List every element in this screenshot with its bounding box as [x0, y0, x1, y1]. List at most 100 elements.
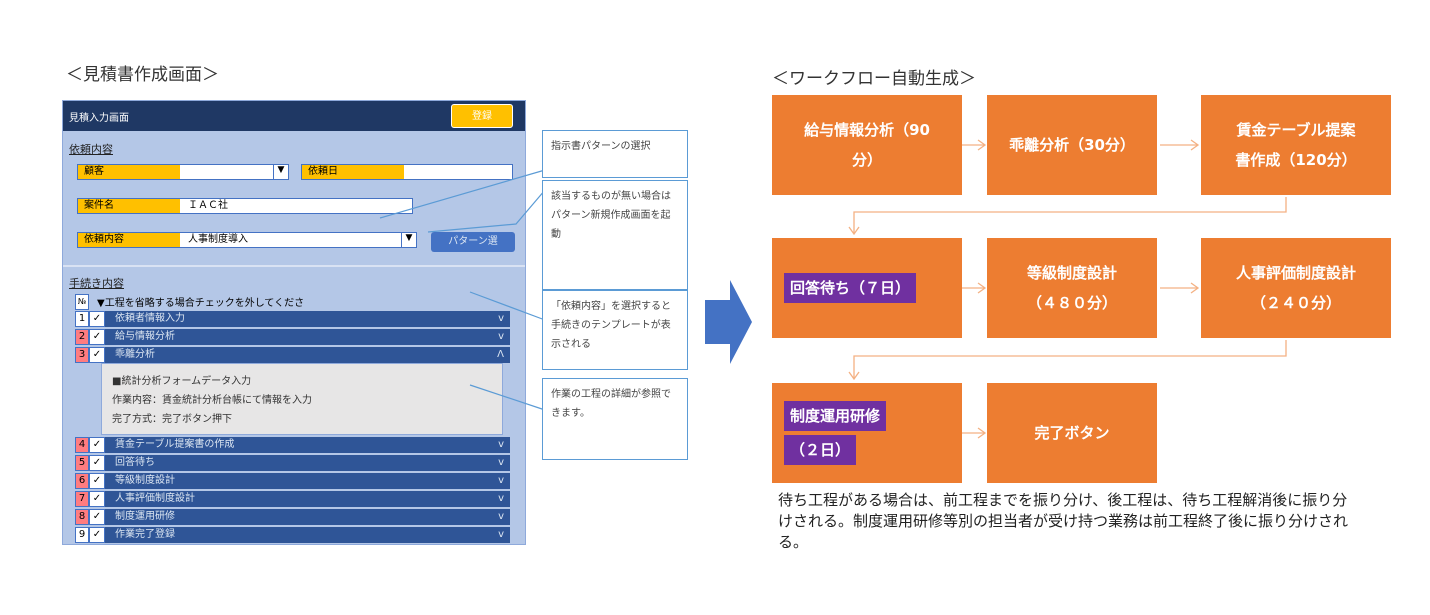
- expand-toggle-icon[interactable]: v: [498, 331, 504, 342]
- workflow-step: 回答待ち（７日）: [772, 238, 962, 338]
- callout-no-match: 該当するものが無い場合はパターン新規作成画面を起動: [542, 180, 688, 290]
- expand-toggle-icon[interactable]: v: [498, 493, 504, 504]
- workflow-step-text: 等級制度設計: [1026, 264, 1117, 282]
- expand-toggle-icon[interactable]: v: [498, 511, 504, 522]
- request-label: 依頼内容: [78, 233, 180, 247]
- workflow-step: 賃金テーブル提案書作成（120分）: [1201, 95, 1391, 195]
- step-bar[interactable]: 人事評価制度設計 v: [105, 491, 510, 507]
- check-hint: ▼工程を省略する場合チェックを外してくださ: [97, 298, 305, 309]
- expand-toggle-icon[interactable]: v: [498, 475, 504, 486]
- workflow-step: 完了ボタン: [987, 383, 1157, 483]
- step-row[interactable]: 1✓ 依頼者情報入力 v: [75, 311, 510, 327]
- workflow-step-text: 給与情報分析（90: [804, 121, 930, 139]
- workflow-step-text: 乖離分析（30分）: [1009, 136, 1135, 154]
- workflow-step: 制度運用研修（２日）: [772, 383, 962, 483]
- expand-toggle-icon[interactable]: Λ: [497, 349, 504, 360]
- workflow-step-text: （２日）: [784, 435, 857, 465]
- workflow-step-text: 書作成（120分）: [1235, 151, 1357, 169]
- workflow-step-text: 分）: [851, 151, 882, 169]
- workflow-step: 乖離分析（30分）: [987, 95, 1157, 195]
- step-bar[interactable]: 乖離分析 Λ: [105, 347, 510, 363]
- workflow-note: 待ち工程がある場合は、前工程までを振り分け、後工程は、待ち工程解消後に振り分けさ…: [778, 491, 1349, 551]
- workflow-step-text: 賃金テーブル提案: [1236, 121, 1356, 139]
- step-row[interactable]: 5✓ 回答待ち v: [75, 455, 510, 471]
- step-checkbox[interactable]: ✓: [89, 509, 105, 525]
- workflow-step-text: 人事評価制度設計: [1235, 264, 1356, 282]
- step-number: 3: [75, 347, 89, 363]
- step-label: 作業完了登録: [115, 529, 175, 540]
- expand-toggle-icon[interactable]: v: [498, 439, 504, 450]
- workflow-step: 給与情報分析（90 分）: [772, 95, 962, 195]
- form-header: 見積入力画面 登録: [63, 101, 525, 131]
- step-label: 等級制度設計: [115, 475, 175, 486]
- step-bar[interactable]: 回答待ち v: [105, 455, 510, 471]
- register-button[interactable]: 登録: [451, 104, 513, 128]
- workflow-step-text: 完了ボタン: [1034, 424, 1110, 442]
- step-row[interactable]: 4✓ 賃金テーブル提案書の作成 v: [75, 437, 510, 453]
- step-bar[interactable]: 賃金テーブル提案書の作成 v: [105, 437, 510, 453]
- section-request: 依頼内容: [69, 143, 113, 156]
- step-checkbox[interactable]: ✓: [89, 437, 105, 453]
- step-label: 依頼者情報入力: [115, 313, 185, 324]
- step-bar[interactable]: 依頼者情報入力 v: [105, 311, 510, 327]
- step-detail: ■統計分析フォームデータ入力 作業内容：賃金統計分析台帳にて情報を入力 完了方式…: [101, 363, 503, 435]
- date-field[interactable]: 依頼日: [301, 164, 513, 180]
- expand-toggle-icon[interactable]: v: [498, 529, 504, 540]
- step-bar[interactable]: 作業完了登録 v: [105, 527, 510, 543]
- expand-toggle-icon[interactable]: v: [498, 457, 504, 468]
- step-number: 4: [75, 437, 89, 453]
- callout-pattern: 指示書パターンの選択: [542, 130, 688, 178]
- step-number: 6: [75, 473, 89, 489]
- request-field[interactable]: 依頼内容人事制度導入▼: [77, 232, 417, 248]
- workflow-step: 等級制度設計 （４８０分）: [987, 238, 1157, 338]
- date-label: 依頼日: [302, 165, 404, 179]
- step-number: 5: [75, 455, 89, 471]
- step-label: 回答待ち: [115, 457, 155, 468]
- detail-content: 作業内容：賃金統計分析台帳にて情報を入力: [112, 395, 312, 406]
- workflow-step-text: （４８０分）: [1026, 294, 1117, 312]
- expand-toggle-icon[interactable]: v: [498, 313, 504, 324]
- step-checkbox[interactable]: ✓: [89, 329, 105, 345]
- workflow-step: 人事評価制度設計 （２４０分）: [1201, 238, 1391, 338]
- step-row[interactable]: 6✓ 等級制度設計 v: [75, 473, 510, 489]
- case-label: 案件名: [78, 199, 180, 213]
- step-row[interactable]: 3✓ 乖離分析 Λ: [75, 347, 510, 363]
- workflow-step-text: 回答待ち（７日）: [784, 273, 917, 303]
- step-label: 賃金テーブル提案書の作成: [115, 439, 235, 450]
- step-number: 8: [75, 509, 89, 525]
- customer-label: 顧客: [78, 165, 180, 179]
- step-checkbox[interactable]: ✓: [89, 347, 105, 363]
- customer-field[interactable]: 顧客 ▼: [77, 164, 289, 180]
- step-label: 乖離分析: [115, 349, 155, 360]
- step-checkbox[interactable]: ✓: [89, 455, 105, 471]
- right-arrow-icon: [705, 280, 752, 364]
- divider: [63, 265, 525, 267]
- dropdown-icon[interactable]: ▼: [401, 233, 416, 247]
- form-title: 見積入力画面: [69, 113, 129, 124]
- detail-completion: 完了方式：完了ボタン押下: [112, 414, 232, 425]
- workflow-step-text: （２４０分）: [1250, 294, 1341, 312]
- step-checkbox[interactable]: ✓: [89, 491, 105, 507]
- step-checkbox[interactable]: ✓: [89, 527, 105, 543]
- step-label: 人事評価制度設計: [115, 493, 195, 504]
- detail-title: ■統計分析フォームデータ入力: [112, 376, 252, 387]
- step-number: 7: [75, 491, 89, 507]
- no-header: №: [75, 294, 89, 310]
- step-row[interactable]: 7✓ 人事評価制度設計 v: [75, 491, 510, 507]
- step-number: 1: [75, 311, 89, 327]
- step-checkbox[interactable]: ✓: [89, 473, 105, 489]
- pattern-select-button[interactable]: パターン選: [431, 232, 515, 252]
- step-row[interactable]: 9✓ 作業完了登録 v: [75, 527, 510, 543]
- callout-detail: 作業の工程の詳細が参照できます。: [542, 378, 688, 460]
- step-bar[interactable]: 等級制度設計 v: [105, 473, 510, 489]
- dropdown-icon[interactable]: ▼: [273, 165, 288, 179]
- step-checkbox[interactable]: ✓: [89, 311, 105, 327]
- step-number: 9: [75, 527, 89, 543]
